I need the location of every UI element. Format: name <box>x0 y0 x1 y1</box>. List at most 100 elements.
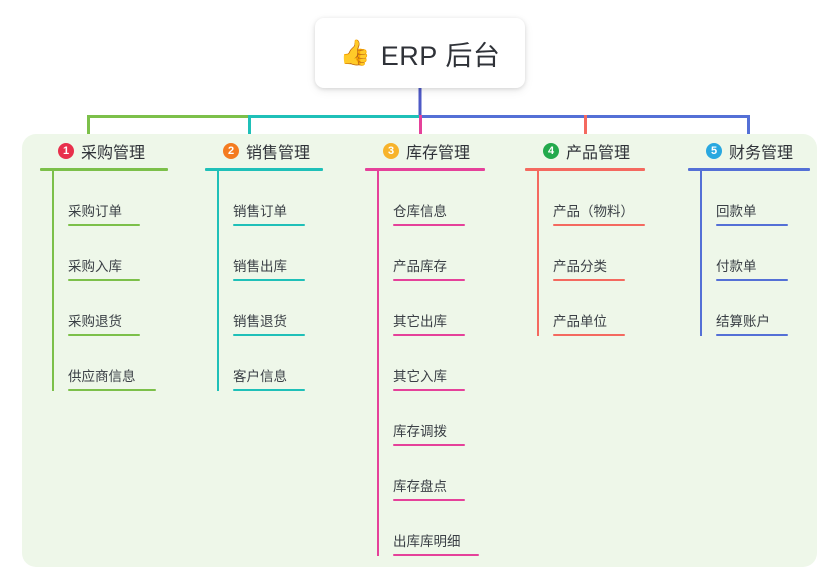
menu-item-rule <box>68 334 140 336</box>
column-title-5: 财务管理 <box>729 145 794 162</box>
menu-item[interactable]: 其它入库 <box>365 336 525 391</box>
column-spine-1 <box>52 171 54 391</box>
menu-item-label: 付款单 <box>716 258 757 274</box>
menu-item-rule <box>393 389 465 391</box>
menu-item-rule <box>393 224 465 226</box>
thumbs-up-icon: 👍 <box>339 38 371 67</box>
menu-item[interactable]: 回款单 <box>688 171 817 226</box>
menu-item[interactable]: 产品单位 <box>525 281 688 336</box>
menu-item-label: 结算账户 <box>716 313 770 329</box>
menu-item-label: 其它出库 <box>393 313 447 329</box>
column-header-1[interactable]: 1 采购管理 <box>40 134 205 168</box>
menu-item-label: 产品单位 <box>553 313 607 329</box>
menu-item[interactable]: 销售订单 <box>205 171 365 226</box>
menu-item-label: 采购订单 <box>68 203 122 219</box>
column-4: 4 产品管理产品（物料） 产品分类产品单位 <box>525 134 688 336</box>
column-5: 5 财务管理回款单付款单结算账户 <box>688 134 817 336</box>
menu-item-rule <box>68 279 140 281</box>
menu-item-label: 销售出库 <box>233 258 287 274</box>
menu-item-rule <box>393 444 465 446</box>
menu-item[interactable]: 采购入库 <box>40 226 205 281</box>
column-rule-1 <box>40 168 168 171</box>
menu-item-label: 仓库信息 <box>393 203 447 219</box>
menu-item-label: 产品分类 <box>553 258 607 274</box>
column-rule-3 <box>365 168 485 171</box>
menu-item-label: 其它入库 <box>393 368 447 384</box>
menu-item-label: 产品库存 <box>393 258 447 274</box>
menu-item-label: 销售订单 <box>233 203 287 219</box>
menu-item[interactable]: 仓库信息 <box>365 171 525 226</box>
column-spine-2 <box>217 171 219 391</box>
menu-item-rule <box>393 554 479 556</box>
column-badge-5: 5 <box>706 143 722 159</box>
column-spine-4 <box>537 171 539 336</box>
menu-item[interactable]: 产品分类 <box>525 226 688 281</box>
menu-item-rule <box>393 334 465 336</box>
menu-item-label: 库存调拨 <box>393 423 447 439</box>
column-items-1: 采购订单采购入库采购退货供应商信息 <box>40 171 205 391</box>
menu-item-rule <box>68 389 156 391</box>
menu-item[interactable]: 结算账户 <box>688 281 817 336</box>
diagram-panel <box>22 134 817 567</box>
column-1: 1 采购管理采购订单采购入库采购退货供应商信息 <box>40 134 205 391</box>
menu-item[interactable]: 销售出库 <box>205 226 365 281</box>
column-spine-3 <box>377 171 379 556</box>
column-spine-5 <box>700 171 702 336</box>
menu-item-rule <box>233 224 305 226</box>
menu-item[interactable]: 出库库明细 <box>365 501 525 556</box>
root-node-card[interactable]: 👍 ERP 后台 <box>315 18 525 88</box>
column-badge-1: 1 <box>58 143 74 159</box>
menu-item-rule <box>553 279 625 281</box>
menu-item-rule <box>553 334 625 336</box>
menu-item-rule <box>393 499 465 501</box>
menu-item[interactable]: 库存盘点 <box>365 446 525 501</box>
menu-item[interactable]: 客户信息 <box>205 336 365 391</box>
column-rule-2 <box>205 168 323 171</box>
column-items-2: 销售订单销售出库销售退货客户信息 <box>205 171 365 391</box>
column-header-4[interactable]: 4 产品管理 <box>525 134 688 168</box>
menu-item-label: 产品（物料） <box>553 203 634 219</box>
column-title-1: 采购管理 <box>81 145 146 162</box>
column-items-3: 仓库信息产品库存其它出库其它入库库存调拨库存盘点出库库明细 <box>365 171 525 556</box>
column-title-3: 库存管理 <box>406 145 471 162</box>
menu-item-rule <box>233 389 305 391</box>
menu-item-rule <box>716 224 788 226</box>
root-node-title: ERP 后台 <box>380 40 501 71</box>
menu-item[interactable]: 其它出库 <box>365 281 525 336</box>
column-header-5[interactable]: 5 财务管理 <box>688 134 817 168</box>
column-title-4: 产品管理 <box>566 145 631 162</box>
menu-item[interactable]: 产品（物料） <box>525 171 688 226</box>
menu-item-rule <box>716 279 788 281</box>
menu-item-rule <box>233 279 305 281</box>
column-title-2: 销售管理 <box>246 145 311 162</box>
menu-item-label: 采购退货 <box>68 313 122 329</box>
column-items-4: 产品（物料） 产品分类产品单位 <box>525 171 688 336</box>
menu-item[interactable]: 供应商信息 <box>40 336 205 391</box>
column-header-3[interactable]: 3 库存管理 <box>365 134 525 168</box>
menu-item[interactable]: 采购订单 <box>40 171 205 226</box>
menu-item-rule <box>553 224 645 226</box>
menu-item-label: 销售退货 <box>233 313 287 329</box>
column-rule-4 <box>525 168 645 171</box>
menu-item[interactable]: 销售退货 <box>205 281 365 336</box>
column-rule-5 <box>688 168 810 171</box>
menu-item[interactable]: 付款单 <box>688 226 817 281</box>
column-3: 3 库存管理仓库信息产品库存其它出库其它入库库存调拨库存盘点出库库明细 <box>365 134 525 556</box>
menu-item-label: 回款单 <box>716 203 757 219</box>
menu-item-label: 出库库明细 <box>393 533 461 549</box>
menu-item-label: 供应商信息 <box>68 368 136 384</box>
menu-item-rule <box>233 334 305 336</box>
menu-item-label: 库存盘点 <box>393 478 447 494</box>
menu-item[interactable]: 产品库存 <box>365 226 525 281</box>
menu-item-rule <box>716 334 788 336</box>
column-badge-4: 4 <box>543 143 559 159</box>
menu-item-rule <box>393 279 465 281</box>
menu-item-label: 采购入库 <box>68 258 122 274</box>
menu-item-label: 客户信息 <box>233 368 287 384</box>
menu-item[interactable]: 采购退货 <box>40 281 205 336</box>
menu-item[interactable]: 库存调拨 <box>365 391 525 446</box>
column-badge-3: 3 <box>383 143 399 159</box>
